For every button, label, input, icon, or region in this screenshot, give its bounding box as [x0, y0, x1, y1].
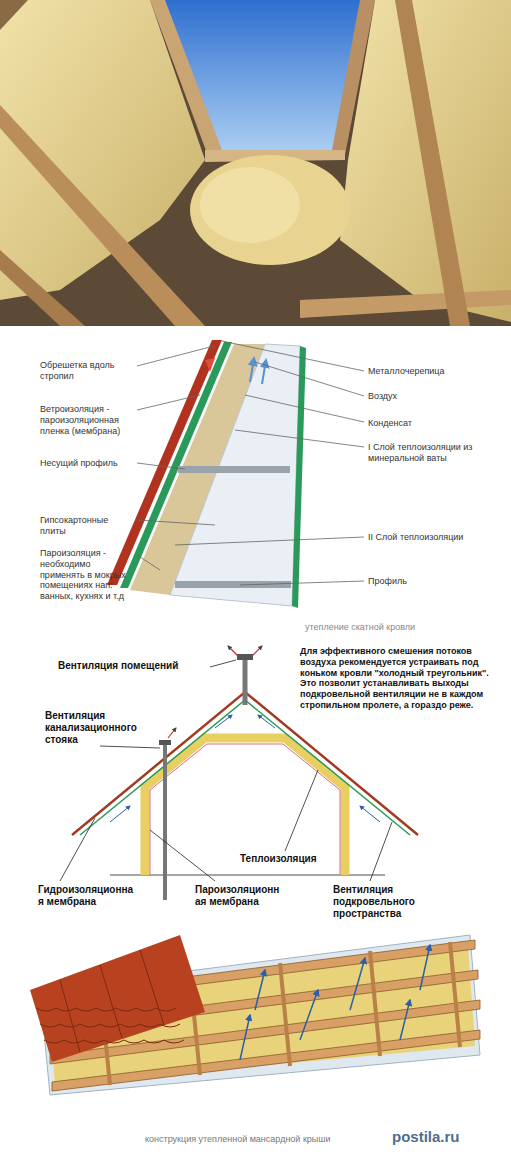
part-label: Конденсат [368, 418, 488, 429]
part-label: Гипсокартонные плиты [40, 515, 135, 537]
roof-construction [280, 963, 290, 1066]
part-label: Профиль [368, 576, 488, 587]
caption: конструкция утепленной мансардной крыши [145, 1134, 385, 1145]
roof-photo [300, 290, 511, 318]
roof-section [205, 358, 215, 372]
part-label: Ветроизоляция - пароизоляционная пленка … [40, 404, 135, 436]
part-label: Пароизоляция - необходимо применять в мо… [40, 548, 135, 602]
roof-construction [30, 935, 480, 1095]
roof-photo [0, 105, 205, 326]
part-label: Несущий профиль [40, 458, 135, 469]
house-section [150, 744, 340, 875]
roof-construction [300, 990, 318, 1040]
leader-line [255, 362, 364, 396]
roof-construction [36, 950, 184, 1052]
part-label: Вентиляция помещений [58, 660, 208, 672]
house-section [252, 646, 262, 656]
leader-line [210, 660, 236, 667]
leader-line [137, 395, 200, 410]
house-section [360, 806, 380, 822]
roof-photo [0, 250, 85, 326]
leader-line [137, 346, 214, 366]
roof-photo [190, 155, 350, 265]
leader-line [370, 822, 392, 881]
house-section [243, 660, 248, 705]
house-section [237, 654, 253, 660]
leader-line [245, 395, 364, 422]
watermark: postila.ru [392, 1128, 507, 1146]
house-section [168, 728, 176, 738]
part-label: Теплоизоляция [240, 853, 335, 865]
note-text: Для эффективного смешения потоков воздух… [300, 646, 505, 711]
roof-photo [200, 167, 300, 243]
house-section [258, 715, 275, 728]
roof-section [250, 358, 254, 382]
house-section [145, 738, 345, 875]
leader-line [235, 430, 364, 447]
roof-construction [350, 958, 365, 1010]
roof-construction [40, 1024, 180, 1027]
part-label: II Слой теплоизоляции [368, 532, 488, 543]
leader-line [137, 463, 185, 469]
leader-line [100, 746, 160, 748]
roof-section [170, 344, 300, 606]
roof-construction [255, 970, 265, 1010]
part-label: Пароизоляционн ая мембрана [195, 884, 290, 908]
roof-photo [0, 0, 511, 326]
part-label: I Слой теплоизоляции из минеральной ваты [368, 442, 488, 464]
roof-section [292, 346, 306, 608]
roof-photo [0, 0, 28, 30]
part-label: Обрешетка вдоль стропил [40, 360, 135, 382]
roof-construction [100, 965, 122, 1038]
house-section [80, 700, 410, 835]
house-section [110, 806, 130, 822]
part-label: Вентиляция канализационного стояка [45, 710, 150, 746]
leader-line [222, 341, 364, 371]
roof-construction [60, 980, 80, 1052]
roof-construction [420, 945, 430, 990]
house-section [215, 715, 232, 728]
part-label: Воздух [368, 391, 488, 402]
leader-line [175, 537, 364, 545]
leader-line [240, 581, 364, 585]
house-section [159, 740, 171, 745]
leader-line [60, 818, 95, 881]
leader-line [285, 770, 318, 851]
leader-line [137, 341, 364, 585]
roof-section [175, 581, 291, 588]
roof-construction [450, 942, 460, 1047]
roof-construction [240, 945, 430, 1060]
roof-construction [240, 1015, 250, 1060]
roof-construction [30, 935, 205, 1062]
part-label: Металлочерепица [368, 366, 488, 377]
part-label: Гидроизоляционна я мембрана [38, 884, 138, 908]
roof-section [262, 360, 266, 384]
roof-photo [0, 0, 511, 326]
roof-construction [44, 1040, 184, 1043]
house-section [228, 646, 238, 656]
house-section [72, 692, 418, 835]
roof-photo [395, 0, 470, 326]
leader-line [137, 520, 215, 525]
roof-construction [370, 951, 380, 1056]
roof-section [178, 466, 290, 473]
roof-construction [36, 1008, 176, 1011]
leader-line [150, 830, 215, 881]
leader-line [137, 555, 160, 570]
roof-section [107, 340, 306, 608]
roof-construction [140, 950, 164, 1025]
part-label: Вентиляция подкровельного пространства [333, 884, 433, 920]
sub-caption: утепление скатной кровли [305, 622, 485, 633]
house-section [163, 745, 167, 900]
roof-construction [400, 1000, 410, 1040]
